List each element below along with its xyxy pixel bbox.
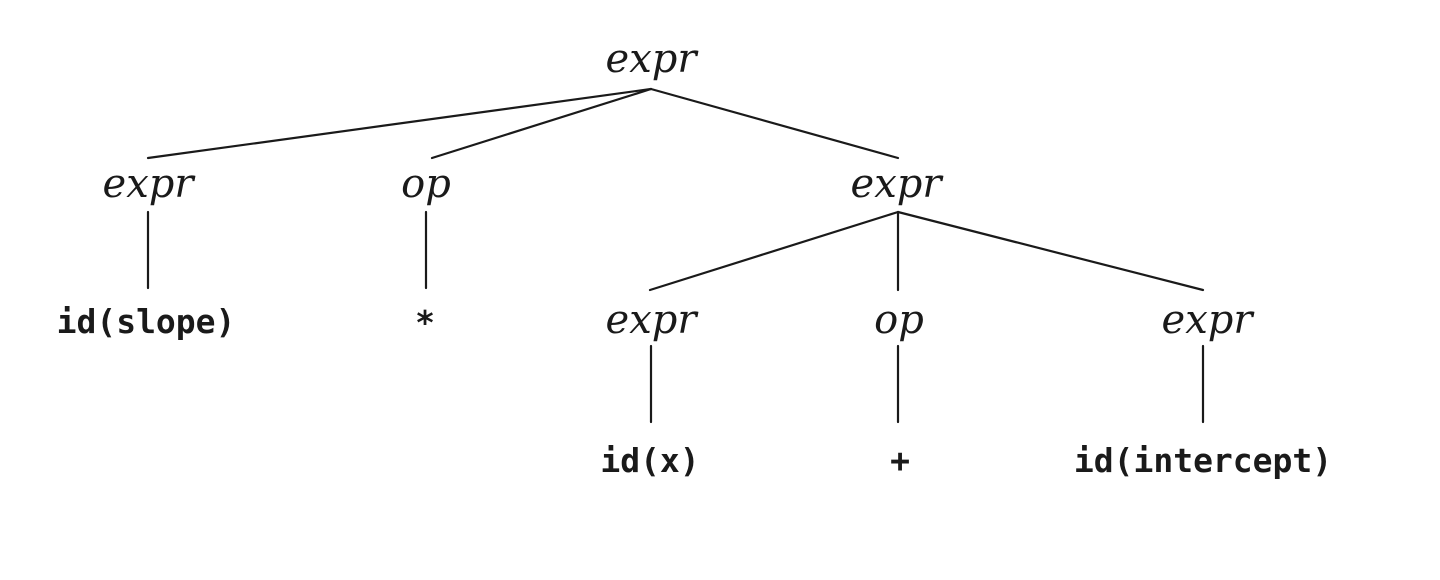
leaf-plus: + (890, 441, 910, 480)
node-inner-op: op (874, 297, 924, 343)
leaf-star: * (415, 303, 435, 342)
node-left-expr: expr (103, 161, 197, 207)
node-inner-left-expr: expr (606, 297, 700, 343)
node-op: op (401, 161, 451, 207)
edge-right-expr-to-inner-right-expr (896, 210, 1205, 292)
leaf-id-slope: id(slope) (57, 302, 236, 341)
edge-root-to-op (430, 87, 653, 160)
leaf-id-x: id(x) (600, 441, 699, 480)
edge-root-to-left-expr (146, 87, 653, 160)
node-root-expr: expr (606, 36, 700, 82)
edge-right-expr-to-inner-left-expr (648, 210, 900, 292)
node-inner-right-expr: expr (1162, 297, 1256, 343)
leaf-id-intercept: id(intercept) (1074, 441, 1332, 480)
node-right-expr: expr (851, 161, 945, 207)
edge-root-to-right-expr (649, 87, 900, 160)
